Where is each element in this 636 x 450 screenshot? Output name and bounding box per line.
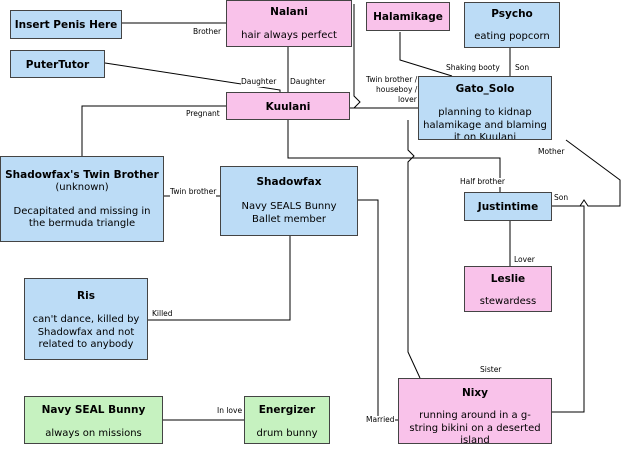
node-desc: eating popcorn	[474, 31, 550, 43]
node-desc: hair always perfect	[241, 30, 337, 42]
edge-label-killed: Killed	[152, 309, 173, 319]
node-title: Ris	[77, 290, 95, 302]
node-title: Leslie	[490, 273, 526, 285]
node-nalani: Nalani hair always perfect	[226, 0, 352, 47]
node-psycho: Psycho eating popcorn	[464, 2, 560, 48]
node-desc: running around in a g-string bikini on a…	[409, 410, 541, 444]
node-insert-penis-here: Insert Penis Here	[10, 10, 122, 39]
node-subtitle: (unknown)	[55, 182, 109, 194]
node-justintime: Justintime	[464, 192, 552, 221]
edge-label-son-a: Son	[515, 63, 530, 73]
edge-label-shaking-booty: Shaking booty	[446, 63, 500, 73]
edge-label-son-b: Son	[554, 193, 569, 203]
node-desc: can't dance, killed by Shadowfax and not…	[32, 314, 140, 351]
edge-label-daughter-a: Daughter	[241, 77, 277, 87]
node-title: Justintime	[477, 201, 539, 213]
node-title: Energizer	[258, 404, 316, 416]
node-title: PuterTutor	[25, 59, 90, 71]
edge-label-twin-lover-3: lover	[398, 95, 417, 105]
edge-label-daughter-b: Daughter	[290, 77, 326, 87]
edge-married	[358, 199, 398, 421]
node-desc: Navy SEALS Bunny Ballet member	[241, 201, 337, 225]
edge-killed	[148, 236, 291, 321]
node-title: Shadowfax's Twin Brother	[5, 169, 159, 181]
node-nixy: Nixy running around in a g-string bikini…	[398, 378, 552, 444]
node-gato-solo: Gato_Solo planning to kidnap halamikage …	[418, 76, 552, 140]
node-halamikage: Halamikage	[366, 2, 450, 31]
edge-label-mother: Mother	[538, 147, 565, 157]
edge-label-brother: Brother	[193, 27, 222, 37]
edge-label-twin-lover-2: houseboy /	[376, 85, 418, 95]
node-ris: Ris can't dance, killed by Shadowfax and…	[24, 278, 148, 360]
node-title: Kuulani	[265, 101, 311, 113]
edge-pregnant	[81, 105, 226, 156]
node-kuulani: Kuulani	[226, 92, 350, 120]
node-energizer: Energizer drum bunny	[244, 396, 330, 444]
edge-label-in-love: In love	[217, 406, 243, 416]
edge-label-sister: Sister	[480, 365, 502, 375]
edge-putertutor-kuulani	[104, 62, 281, 92]
node-desc: always on missions	[45, 428, 142, 440]
node-title: Navy SEAL Bunny	[41, 404, 146, 416]
edge-shaking-booty	[399, 32, 453, 77]
node-title: Gato_Solo	[455, 83, 515, 95]
node-title: Halamikage	[373, 11, 443, 23]
edge-twin-lover	[353, 4, 361, 109]
edge-label-twin-lover-1: Twin brother /	[366, 75, 418, 85]
node-putertutor: PuterTutor	[10, 50, 105, 78]
node-shadowfax-twin-brother: Shadowfax's Twin Brother (unknown) Decap…	[0, 156, 164, 242]
edge-label-half-brother: Half brother	[460, 177, 506, 187]
node-shadowfax: Shadowfax Navy SEALS Bunny Ballet member	[220, 166, 358, 236]
node-title: Insert Penis Here	[14, 19, 118, 31]
node-desc: planning to kidnap halamikage and blamin…	[423, 107, 547, 140]
edge-label-twin-brother: Twin brother	[170, 187, 217, 197]
node-desc: Decapitated and missing in the bermuda t…	[13, 205, 151, 230]
node-title: Nalani	[270, 6, 308, 18]
edge-nixy-line	[407, 120, 421, 379]
node-title: Shadowfax	[256, 176, 322, 188]
node-leslie: Leslie stewardess	[464, 266, 552, 312]
node-navy-seal-bunny: Navy SEAL Bunny always on missions	[24, 396, 163, 444]
edge-label-married: Married	[366, 415, 395, 425]
node-desc: stewardess	[479, 296, 537, 308]
edge-label-pregnant: Pregnant	[186, 109, 220, 119]
edge-son-b	[552, 205, 585, 413]
node-title: Psycho	[491, 8, 533, 20]
node-title: Nixy	[461, 387, 488, 399]
node-desc: drum bunny	[256, 428, 318, 440]
edge-label-lover: Lover	[514, 255, 535, 265]
